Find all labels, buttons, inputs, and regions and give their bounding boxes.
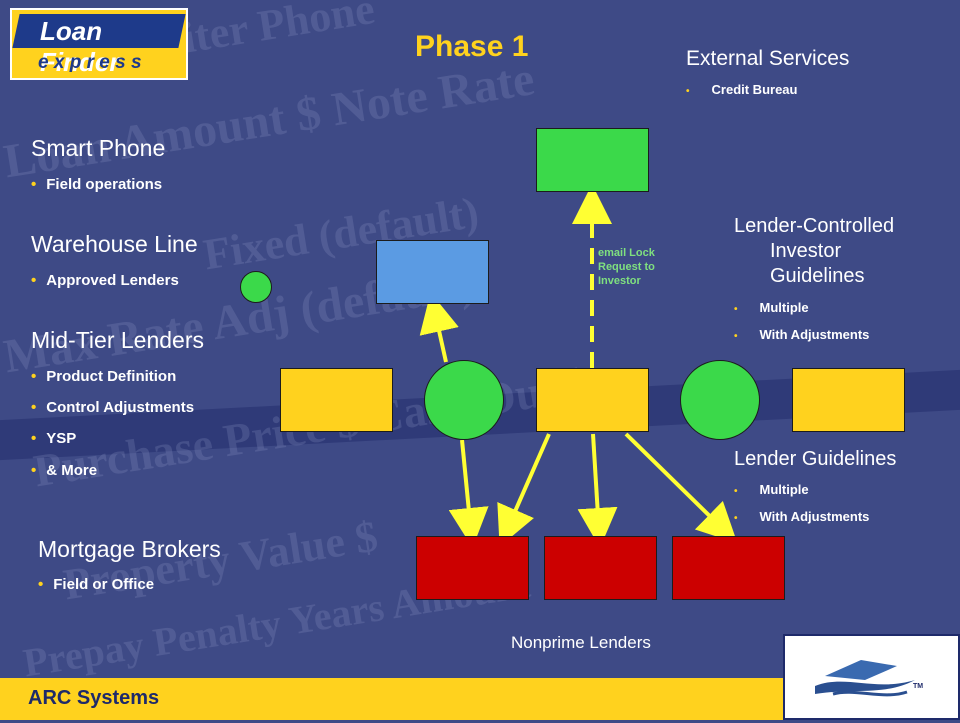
lender-controlled-heading: Lender-Controlled Investor Guidelines xyxy=(734,215,895,287)
smart-phone-item: •Field operations xyxy=(31,176,163,193)
smart-phone-heading: Smart Phone xyxy=(31,135,166,161)
lender-box-left xyxy=(280,368,393,432)
lender-guidelines-heading: Lender Guidelines xyxy=(734,448,897,470)
arrow-hub-to-red-3 xyxy=(624,432,738,544)
footer-brand: ARC Systems xyxy=(28,687,160,709)
trademark-mark: TM xyxy=(913,683,924,690)
lender-controlled-item: •Multiple xyxy=(734,300,809,315)
arc-logo-panel: TM xyxy=(783,634,960,720)
warehouse-item: •Approved Lenders xyxy=(31,272,179,289)
mid-tier-item: •Product Definition xyxy=(31,368,177,385)
mortgage-brokers-heading: Mortgage Brokers xyxy=(38,536,221,562)
mid-tier-item: •Control Adjustments xyxy=(31,399,195,416)
lender-controlled-circle xyxy=(680,360,760,440)
nonprime-lender-box-2 xyxy=(544,536,657,600)
mortgage-item: •Field or Office xyxy=(38,576,155,593)
arrow-to-blue-box xyxy=(419,292,459,363)
external-services-box xyxy=(536,128,649,192)
mid-tier-heading: Mid-Tier Lenders xyxy=(31,327,204,353)
lender-guidelines-item: •Multiple xyxy=(734,482,809,497)
arrow-hub-to-red-2 xyxy=(577,433,618,548)
arc-logo-icon xyxy=(815,660,915,697)
nonprime-lender-box-3 xyxy=(672,536,785,600)
warehouse-line-heading: Warehouse Line xyxy=(31,231,198,257)
logo-line2: e x p r e s s xyxy=(38,52,142,73)
mid-tier-item: •YSP xyxy=(31,430,77,447)
arrow-circle-to-red-1 xyxy=(448,439,489,548)
hub-box xyxy=(536,368,649,432)
mid-tier-lender-circle xyxy=(424,360,504,440)
nonprime-lenders-label: Nonprime Lenders xyxy=(511,633,651,652)
page-title: Phase 1 xyxy=(415,30,529,63)
email-lock-label: email Lock Request to Investor xyxy=(598,247,655,287)
mid-tier-item: •& More xyxy=(31,462,98,479)
lender-box-right xyxy=(792,368,905,432)
warehouse-line-box xyxy=(376,240,489,304)
external-services-heading: External Services xyxy=(686,47,850,70)
external-item: •Credit Bureau xyxy=(686,82,798,97)
nonprime-lender-box-1 xyxy=(416,536,529,600)
arrow-hub-to-red-1 xyxy=(497,433,551,547)
lender-controlled-item: •With Adjustments xyxy=(734,327,870,342)
logo-line1: Loan Finder xyxy=(40,16,120,77)
loan-finder-logo: Loan Finder e x p r e s s xyxy=(10,8,188,80)
warehouse-line-marker xyxy=(240,271,272,303)
